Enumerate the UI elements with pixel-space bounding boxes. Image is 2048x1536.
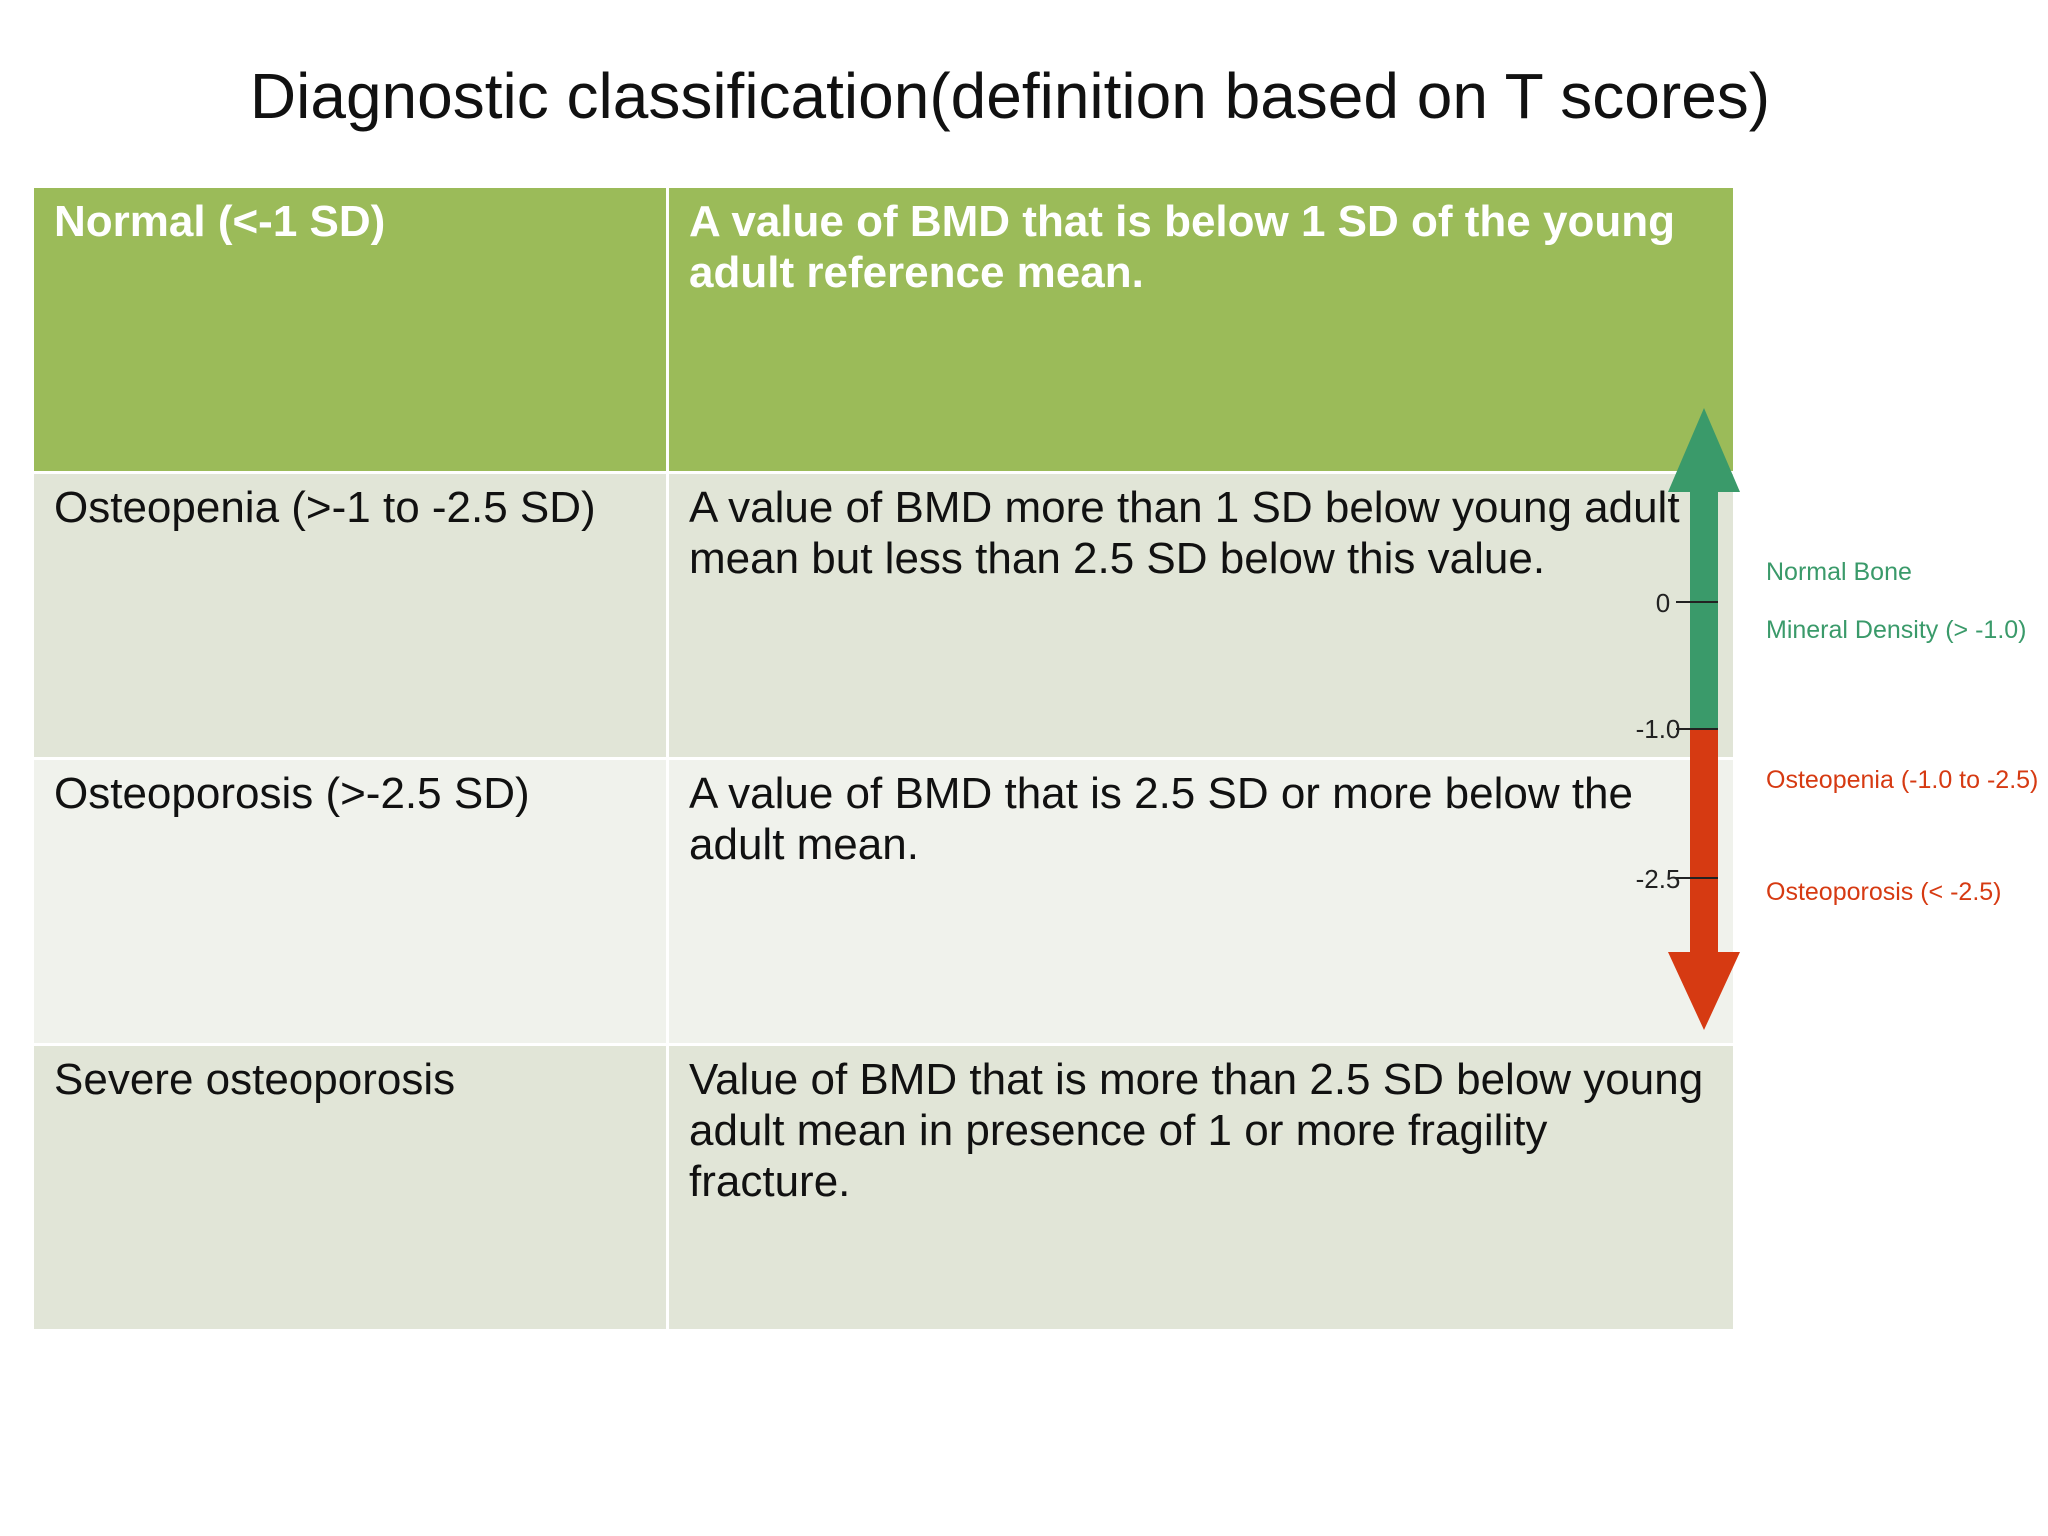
classification-table: Normal (<-1 SD) A value of BMD that is b… <box>34 188 1733 1332</box>
definition-cell: A value of BMD that is below 1 SD of the… <box>667 188 1733 474</box>
category-cell: Severe osteoporosis <box>34 1044 669 1332</box>
slide-title: Diagnostic classification(definition bas… <box>249 60 1771 132</box>
table-row: Osteopenia (>-1 to -2.5 SD) A value of B… <box>34 472 1733 760</box>
tick-label: 0 <box>1656 588 1670 618</box>
osteoporosis-label: Osteoporosis (< -2.5) <box>1766 878 2002 906</box>
normal-label-line2: Mineral Density (> -1.0) <box>1766 616 2027 644</box>
table-row: Normal (<-1 SD) A value of BMD that is b… <box>34 188 1733 474</box>
definition-cell: A value of BMD that is 2.5 SD or more be… <box>667 758 1733 1046</box>
table-row: Severe osteoporosis Value of BMD that is… <box>34 1044 1733 1332</box>
category-cell: Osteopenia (>-1 to -2.5 SD) <box>34 472 669 760</box>
category-cell: Osteoporosis (>-2.5 SD) <box>34 758 669 1046</box>
normal-label-line1: Normal Bone <box>1766 558 1912 586</box>
tick-label: -2.5 <box>1636 864 1681 894</box>
osteopenia-label: Osteopenia (-1.0 to -2.5) <box>1766 766 2038 794</box>
table-row: Osteoporosis (>-2.5 SD) A value of BMD t… <box>34 758 1733 1046</box>
definition-cell: A value of BMD more than 1 SD below youn… <box>667 472 1733 760</box>
definition-cell: Value of BMD that is more than 2.5 SD be… <box>667 1044 1733 1332</box>
low-density-arrow <box>1668 730 1740 1030</box>
normal-range-arrow <box>1668 408 1740 728</box>
category-cell: Normal (<-1 SD) <box>34 188 669 474</box>
tick-label: -1.0 <box>1636 714 1681 744</box>
t-score-scale-figure: 0 -1.0 -2.5 Normal Bone Mineral Density … <box>1636 400 2038 1040</box>
